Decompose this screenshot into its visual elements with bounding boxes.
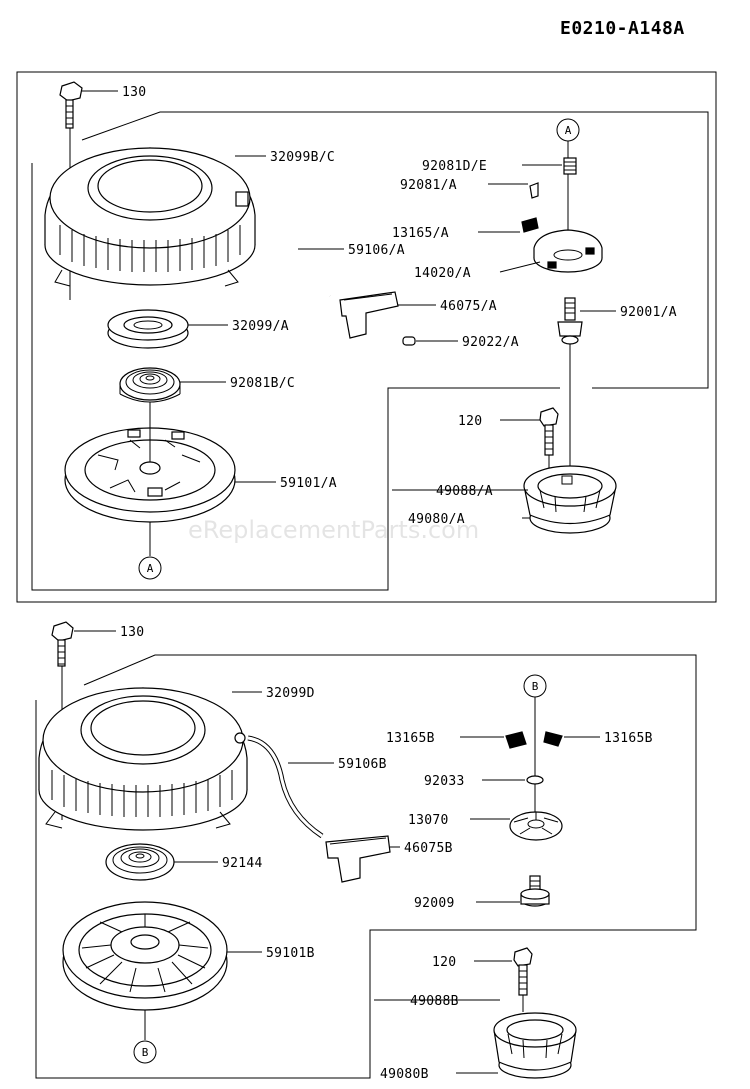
label-59106B: 59106B: [338, 757, 387, 772]
label-130-upper: 130: [122, 85, 146, 100]
upper-frame: [16, 71, 717, 603]
label-130-lower: 130: [120, 625, 144, 640]
marker-b-reel: B: [133, 1040, 157, 1064]
label-32099A: 32099/A: [232, 319, 289, 334]
label-49088A: 49088/A: [436, 484, 493, 499]
lower-spring: [105, 843, 175, 881]
upper-pulley-cup: [523, 465, 617, 534]
upper-screw-120: [539, 407, 559, 478]
upper-assembly: 130 32099B/C 59106/A 46075/A: [16, 71, 717, 603]
upper-reel: [64, 402, 236, 556]
upper-step-bolt: [557, 297, 583, 470]
label-92033: 92033: [424, 774, 465, 789]
label-13165A: 13165/A: [392, 226, 449, 241]
lower-handle: [325, 835, 391, 883]
label-49080B: 49080B: [380, 1067, 429, 1082]
diagram-code: E0210-A148A: [560, 18, 685, 39]
label-92081A: 92081/A: [400, 178, 457, 193]
lower-assembly: 130 32099D 59106B 46075B: [35, 621, 697, 1082]
label-14020A: 14020/A: [414, 266, 471, 281]
label-46075B: 46075B: [404, 841, 453, 856]
label-120-lower: 120: [432, 955, 456, 970]
upper-spring: [119, 367, 181, 403]
label-59106A: 59106/A: [348, 243, 405, 258]
upper-handle: [339, 291, 399, 339]
watermark: eReplacementParts.com: [188, 516, 479, 544]
lower-screw-120: [513, 947, 533, 1012]
svg-text:A: A: [565, 124, 572, 137]
label-59101A: 59101/A: [280, 476, 337, 491]
label-92081DE: 92081D/E: [422, 159, 487, 174]
label-13165B-left: 13165B: [386, 731, 435, 746]
upper-ratchet-plate: [533, 229, 603, 273]
label-32099D: 32099D: [266, 686, 315, 701]
upper-spring-a: [529, 182, 539, 199]
lower-pulley-cup: [493, 1012, 577, 1079]
lower-ratchet: [509, 811, 563, 841]
label-92001A: 92001/A: [620, 305, 677, 320]
upper-pin: [402, 336, 416, 346]
lower-pawl-left: [505, 731, 527, 749]
svg-text:B: B: [142, 1046, 149, 1059]
upper-inner-boundary-right: [81, 111, 709, 389]
label-92144: 92144: [222, 856, 263, 871]
label-13165B-right: 13165B: [604, 731, 653, 746]
label-59101B: 59101B: [266, 946, 315, 961]
svg-text:A: A: [147, 562, 154, 575]
label-92009: 92009: [414, 896, 455, 911]
lower-boundary: [35, 654, 697, 1079]
label-49080A: 49080/A: [408, 512, 465, 527]
marker-a-reel: A: [138, 556, 162, 580]
label-92022A: 92022/A: [462, 335, 519, 350]
label-92081BC: 92081B/C: [230, 376, 295, 391]
lower-pawl-right: [543, 731, 563, 747]
label-46075A: 46075/A: [440, 299, 497, 314]
label-49088B: 49088B: [410, 994, 459, 1009]
marker-b-top: B: [523, 674, 547, 820]
lower-washer: [526, 775, 544, 785]
upper-reel-sub: [107, 309, 189, 349]
label-120-upper: 120: [458, 414, 482, 429]
upper-recoil-cover: [44, 147, 256, 287]
svg-text:B: B: [532, 680, 539, 693]
label-13070: 13070: [408, 813, 449, 828]
upper-pawl: [521, 217, 539, 233]
lower-reel: [62, 901, 228, 1040]
lower-recoil-cover: [38, 687, 248, 831]
upper-guide-spring: [563, 157, 577, 175]
upper-inner-boundary-left: [31, 163, 560, 591]
label-32099BC: 32099B/C: [270, 150, 335, 165]
lower-step-bolt: [520, 875, 550, 907]
